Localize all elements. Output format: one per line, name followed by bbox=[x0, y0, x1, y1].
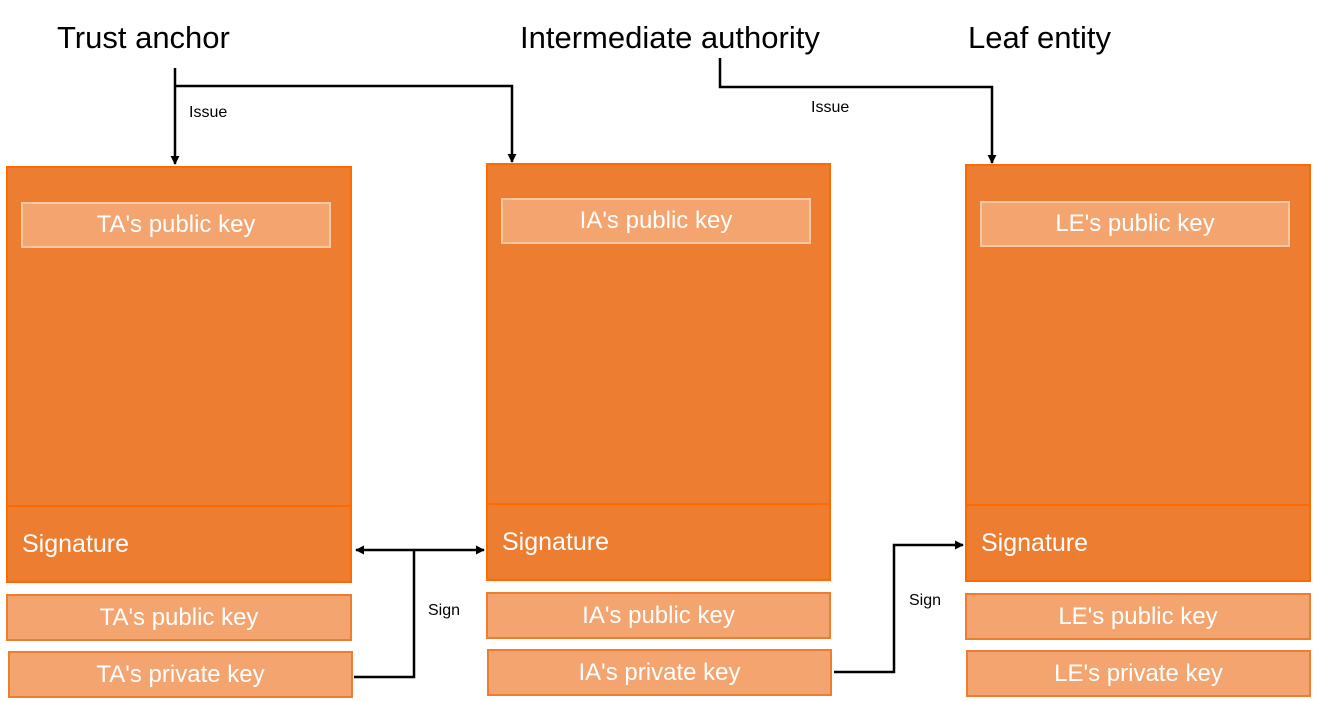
ia-private-key-box: IA's private key bbox=[487, 649, 832, 696]
ia-cert-public-key: IA's public key bbox=[501, 198, 811, 244]
ta-certificate: TA's public key Signature bbox=[6, 166, 352, 583]
le-cert-public-key: LE's public key bbox=[980, 201, 1290, 247]
intermediate-authority-heading: Intermediate authority bbox=[520, 20, 820, 55]
trust-anchor-heading: Trust anchor bbox=[57, 20, 230, 55]
ia-certificate: IA's public key Signature bbox=[486, 163, 831, 581]
ta-public-key-box: TA's public key bbox=[6, 594, 352, 641]
le-public-key-box: LE's public key bbox=[965, 593, 1311, 640]
ia-cert-signature: Signature bbox=[488, 503, 829, 579]
le-certificate: LE's public key Signature bbox=[965, 164, 1311, 582]
issue-label-ta-to-ia: Issue bbox=[189, 104, 228, 121]
leaf-entity-heading: Leaf entity bbox=[968, 20, 1112, 55]
ta-private-key-box: TA's private key bbox=[8, 651, 353, 698]
issue-arrow-ia-to-le bbox=[718, 58, 997, 164]
issue-arrow-ta-to-ia bbox=[175, 84, 517, 163]
sign-line-ta-private bbox=[354, 550, 416, 679]
sign-arrow-ia-to-le bbox=[834, 540, 964, 674]
le-cert-signature: Signature bbox=[967, 504, 1309, 580]
le-private-key-box: LE's private key bbox=[966, 650, 1311, 697]
sign-label-ta: Sign bbox=[428, 602, 461, 619]
issue-label-ia-to-le: Issue bbox=[811, 99, 850, 116]
ta-cert-signature: Signature bbox=[8, 505, 350, 581]
ia-public-key-box: IA's public key bbox=[486, 592, 831, 639]
ta-cert-public-key: TA's public key bbox=[21, 202, 331, 248]
sign-label-ia: Sign bbox=[909, 592, 942, 609]
